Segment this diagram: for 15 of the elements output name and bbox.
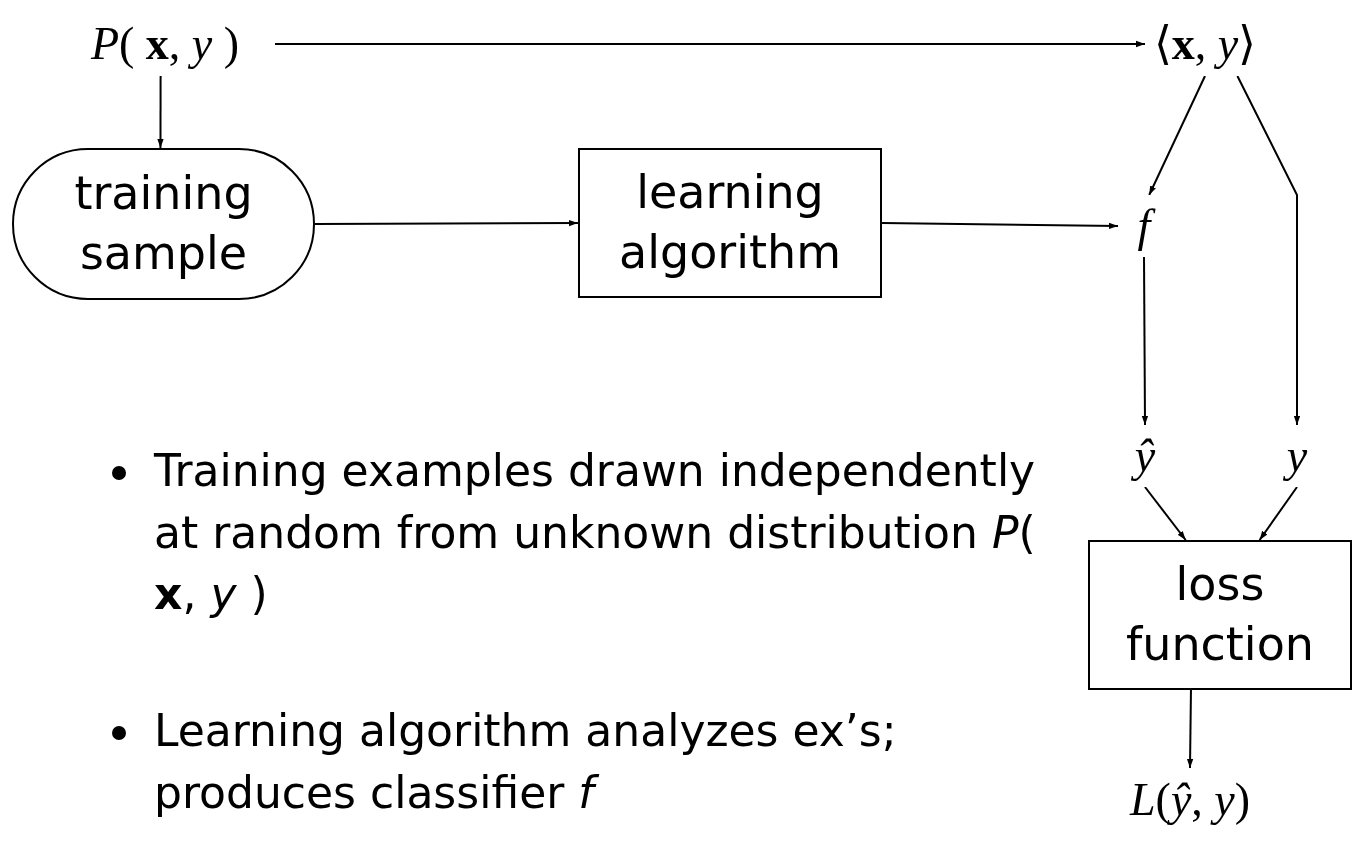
bullet-text: Training examples drawn independently at random from unknown distribution P( x, y ) (154, 444, 1037, 622)
process-box: learning algorithm (578, 148, 882, 298)
arrow (274, 40, 1146, 48)
process-box: loss function (1088, 540, 1352, 690)
arrow (314, 219, 579, 227)
bullet-text: Learning algorithm analyzes ex’s; produces classifier f (154, 704, 898, 820)
arrow (1141, 256, 1149, 426)
arrow (1258, 486, 1298, 541)
arrow (881, 222, 1119, 230)
terminal-box: training sample (12, 148, 315, 300)
arrow (157, 75, 164, 149)
arrow (1148, 75, 1206, 196)
arrow (1236, 75, 1301, 426)
arrow (1186, 689, 1194, 769)
arrow (1144, 486, 1187, 541)
